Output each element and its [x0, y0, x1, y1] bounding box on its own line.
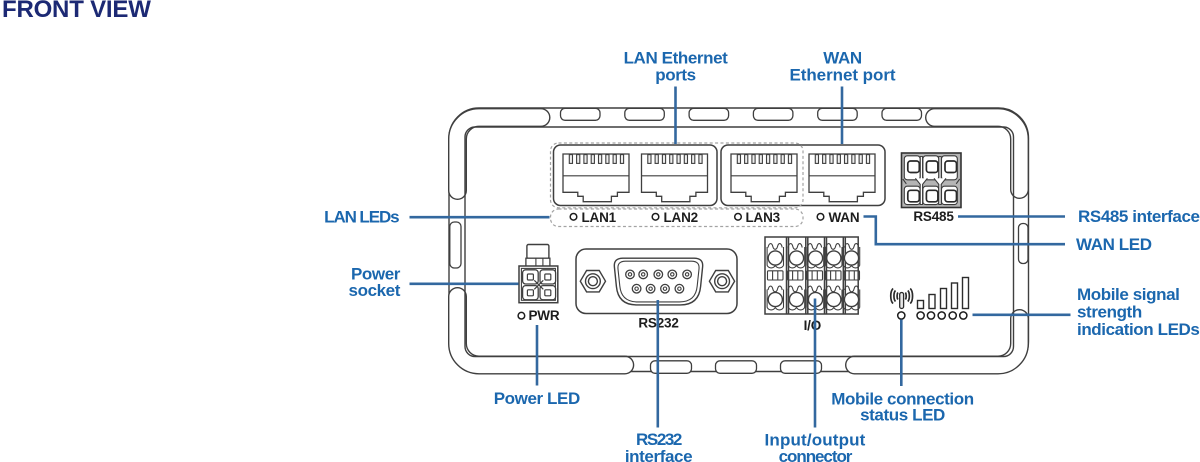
svg-text:PWR: PWR: [529, 308, 560, 323]
svg-text:interface: interface: [625, 447, 692, 462]
svg-text:I/O: I/O: [804, 318, 821, 333]
svg-text:WAN: WAN: [829, 210, 860, 225]
svg-text:strength: strength: [1077, 303, 1142, 322]
svg-text:socket: socket: [349, 281, 401, 300]
svg-text:Input/output: Input/output: [765, 431, 866, 450]
svg-text:Power LED: Power LED: [494, 389, 580, 408]
svg-text:Mobile connection: Mobile connection: [831, 390, 973, 409]
svg-text:Power: Power: [351, 265, 401, 284]
svg-text:status LED: status LED: [860, 406, 945, 425]
svg-text:WAN: WAN: [823, 48, 862, 67]
svg-text:ports: ports: [655, 66, 696, 85]
svg-text:connector: connector: [779, 447, 853, 462]
svg-text:RS485: RS485: [913, 209, 954, 224]
svg-text:indication LEDs: indication LEDs: [1077, 320, 1199, 339]
svg-text:LAN1: LAN1: [582, 210, 617, 225]
svg-text:LAN3: LAN3: [746, 210, 781, 225]
svg-text:LAN2: LAN2: [664, 210, 698, 225]
svg-text:WAN LED: WAN LED: [1076, 235, 1152, 254]
svg-text:Mobile signal: Mobile signal: [1077, 285, 1179, 304]
svg-text:RS485 interface: RS485 interface: [1078, 207, 1200, 226]
svg-text:RS232: RS232: [636, 430, 682, 449]
svg-text:Ethernet port: Ethernet port: [789, 66, 895, 85]
svg-text:LAN Ethernet: LAN Ethernet: [624, 48, 729, 67]
svg-text:FRONT VIEW: FRONT VIEW: [2, 0, 151, 23]
svg-text:LAN LEDs: LAN LEDs: [324, 208, 399, 227]
